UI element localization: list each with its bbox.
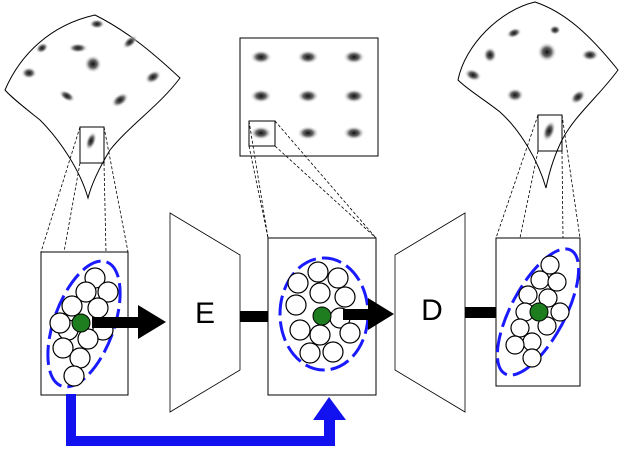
right-arrow-icon <box>343 298 394 330</box>
projection-lines-center <box>248 120 377 239</box>
right-arrow-icon <box>92 305 166 339</box>
decoder-block: D <box>394 212 466 413</box>
decoder-trapezoid <box>394 212 466 413</box>
manifold-surface-left <box>4 14 181 200</box>
input-center-dot <box>71 313 91 333</box>
output-cluster-ellipse <box>495 247 581 377</box>
decoder-label: D <box>421 294 443 327</box>
patch-box-right <box>537 114 563 152</box>
latent-cluster-points <box>285 261 361 364</box>
projection-lines-left <box>40 126 129 253</box>
latent-grid-blobs <box>250 50 365 140</box>
patch-box-center <box>248 120 276 147</box>
output-cluster-points <box>505 255 570 368</box>
output-center-dot <box>529 302 549 322</box>
input-manifold <box>4 14 181 200</box>
manifold-blobs-left <box>21 19 162 151</box>
latent-grid <box>239 37 379 157</box>
manifold-blobs-right <box>464 25 599 142</box>
projection-lines-right <box>495 114 581 239</box>
encoder-trapezoid <box>169 212 241 413</box>
output-manifold <box>457 1 619 189</box>
encoder-block: E <box>169 212 241 413</box>
output-cluster-panel <box>495 237 581 387</box>
encoder-label: E <box>195 297 215 330</box>
latent-center-dot <box>312 306 332 326</box>
skip-connection-arrow <box>66 394 346 446</box>
input-cluster-points <box>49 267 119 387</box>
patch-box-left <box>79 126 105 164</box>
input-cluster-panel <box>40 251 129 396</box>
manifold-surface-right <box>457 1 619 189</box>
